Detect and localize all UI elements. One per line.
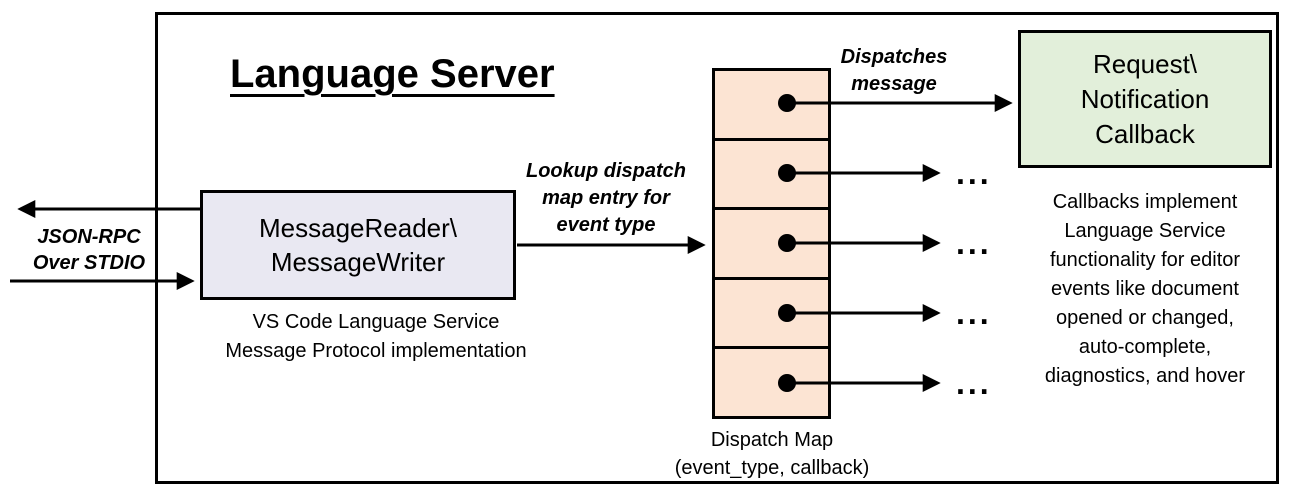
request-notification-callback-box: Request\ Notification Callback [1018,30,1272,168]
dispatches-label-line1: Dispatches [840,46,948,68]
message-caption-line1: VS Code Language Service [252,311,500,333]
lookup-label-line3: event type [556,214,656,236]
dispatches-message-label: Dispatches message [826,44,962,98]
message-caption-line2: Message Protocol implementation [225,340,527,362]
callback-box-line1: Request\ [1092,48,1198,79]
language-server-outer-box [155,12,1279,484]
callbacks-note-line1: Callbacks implement [1052,191,1238,213]
callbacks-note-line4: events like document [1051,278,1239,300]
ellipsis-row-2: ... [956,155,992,191]
message-reader-caption: VS Code Language Service Message Protoco… [195,308,557,366]
dispatch-cell-3 [715,207,828,277]
callbacks-note-line6: auto-complete, [1078,336,1212,358]
stdio-io-label: JSON-RPC Over STDIO [24,224,154,276]
dispatch-caption-line1: Dispatch Map [710,429,834,451]
lookup-label-line1: Lookup dispatch [526,160,686,182]
dispatch-caption-line2: (event_type, callback) [674,457,870,479]
callback-box-line3: Callback [1095,118,1195,149]
callbacks-note-line3: functionality for editor [1049,249,1241,271]
diagram-title: Language Server [230,52,555,96]
lookup-label-line2: map entry for [542,187,670,209]
callbacks-note-line7: diagnostics, and hover [1044,365,1246,387]
dispatch-cell-5 [715,346,828,416]
dispatch-map-caption: Dispatch Map (event_type, callback) [660,426,884,482]
dispatches-label-line2: message [851,73,937,95]
dispatch-cell-2 [715,137,828,208]
dispatch-map [712,68,831,419]
callback-box-line2: Notification [1080,83,1210,114]
message-box-line2: MessageWriter [270,247,446,277]
message-box-line1: MessageReader\ [259,213,457,243]
ellipsis-row-5: ... [956,365,992,401]
message-reader-writer-box: MessageReader\ MessageWriter [200,190,516,300]
dispatch-cell-4 [715,276,828,347]
callbacks-note-line2: Language Service [1064,220,1226,242]
lookup-dispatch-label: Lookup dispatch map entry for event type [516,158,696,239]
callbacks-note-line5: opened or changed, [1056,307,1234,329]
callbacks-note: Callbacks implement Language Service fun… [1008,188,1282,391]
ellipsis-row-4: ... [956,295,992,331]
io-label-line2: Over STDIO [32,252,146,274]
ellipsis-row-3: ... [956,225,992,261]
dispatch-cell-1 [715,71,828,138]
io-label-line1: JSON-RPC [37,226,141,248]
